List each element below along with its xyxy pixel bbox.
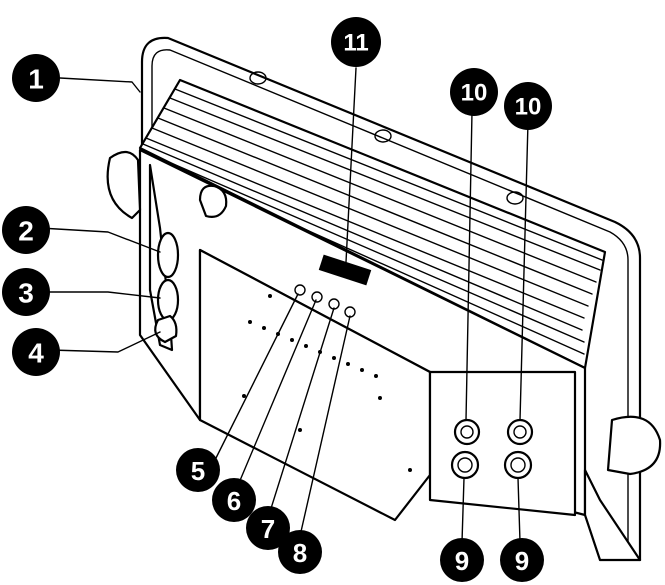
tilt-knob-left bbox=[106, 150, 142, 220]
callout-9a-label: 9 bbox=[455, 546, 469, 576]
callout-5-label: 5 bbox=[191, 456, 205, 486]
callout-8-label: 8 bbox=[293, 538, 307, 568]
safety-eyelet bbox=[198, 184, 228, 218]
leader-8 bbox=[299, 315, 351, 537]
leader-4 bbox=[49, 331, 161, 353]
right-foot bbox=[583, 468, 642, 562]
callout-7: 7 bbox=[246, 506, 290, 550]
callout-3: 3 bbox=[2, 268, 50, 316]
leader-10b bbox=[519, 121, 529, 421]
leader-2 bbox=[39, 227, 161, 253]
connector-panel bbox=[428, 370, 577, 517]
callout-4-label: 4 bbox=[28, 338, 44, 369]
fuse-holder bbox=[154, 314, 178, 344]
callout-9b-label: 9 bbox=[515, 546, 529, 576]
connector-9-left bbox=[450, 450, 480, 480]
callout-10b: 10 bbox=[504, 82, 552, 130]
callout-11b-label: 10 bbox=[515, 94, 542, 121]
leader-9a bbox=[461, 477, 465, 543]
callout-11-label: 11 bbox=[343, 30, 368, 57]
leader-3 bbox=[39, 291, 161, 299]
callout-11: 11 bbox=[331, 17, 381, 67]
tilt-knob-right bbox=[606, 415, 662, 476]
callout-2-label: 2 bbox=[18, 216, 34, 247]
callout-9b: 9 bbox=[500, 538, 544, 582]
callout-2: 2 bbox=[2, 206, 50, 254]
leader-1 bbox=[59, 77, 141, 93]
connector-9-right-core bbox=[510, 457, 526, 473]
callout-3-label: 3 bbox=[18, 278, 34, 309]
connector-10-right-core bbox=[513, 425, 527, 439]
leader-lines bbox=[39, 67, 529, 543]
power-in-connector bbox=[156, 231, 180, 279]
callout-6-label: 6 bbox=[227, 486, 241, 516]
yoke-bracket-inner bbox=[151, 49, 629, 561]
callout-10a: 10 bbox=[450, 68, 498, 116]
leader-10a bbox=[465, 111, 473, 421]
leader-7 bbox=[267, 307, 335, 519]
leader-11 bbox=[345, 67, 357, 263]
callout-1-label: 1 bbox=[28, 64, 44, 95]
yoke-hole bbox=[374, 129, 392, 143]
connector-10-left-core bbox=[460, 425, 474, 439]
connector-10-left bbox=[453, 418, 481, 446]
callout-1: 1 bbox=[12, 54, 60, 102]
connector-9-right bbox=[503, 450, 533, 480]
callout-4: 4 bbox=[12, 328, 60, 376]
button-5 bbox=[294, 284, 306, 296]
callout-7-label: 7 bbox=[261, 514, 275, 544]
callout-9a: 9 bbox=[440, 538, 484, 582]
yoke-hole bbox=[249, 71, 267, 85]
leader-5 bbox=[209, 293, 299, 471]
connector-10-right bbox=[506, 418, 534, 446]
callout-10a-label: 10 bbox=[461, 80, 488, 107]
label-plate bbox=[318, 254, 372, 286]
housing-side bbox=[198, 248, 432, 522]
callout-8: 8 bbox=[278, 530, 322, 574]
connector-9-left-core bbox=[457, 457, 473, 473]
yoke-hole bbox=[506, 191, 524, 205]
connector-group bbox=[450, 418, 534, 480]
button-6 bbox=[311, 291, 323, 303]
callout-5: 5 bbox=[176, 448, 220, 492]
heatsink-fins bbox=[140, 88, 603, 355]
power-out-connector bbox=[156, 278, 180, 322]
leader-6 bbox=[235, 299, 317, 491]
leader-9b bbox=[517, 477, 521, 543]
callout-6: 6 bbox=[212, 478, 256, 522]
yoke-bracket bbox=[140, 36, 642, 562]
